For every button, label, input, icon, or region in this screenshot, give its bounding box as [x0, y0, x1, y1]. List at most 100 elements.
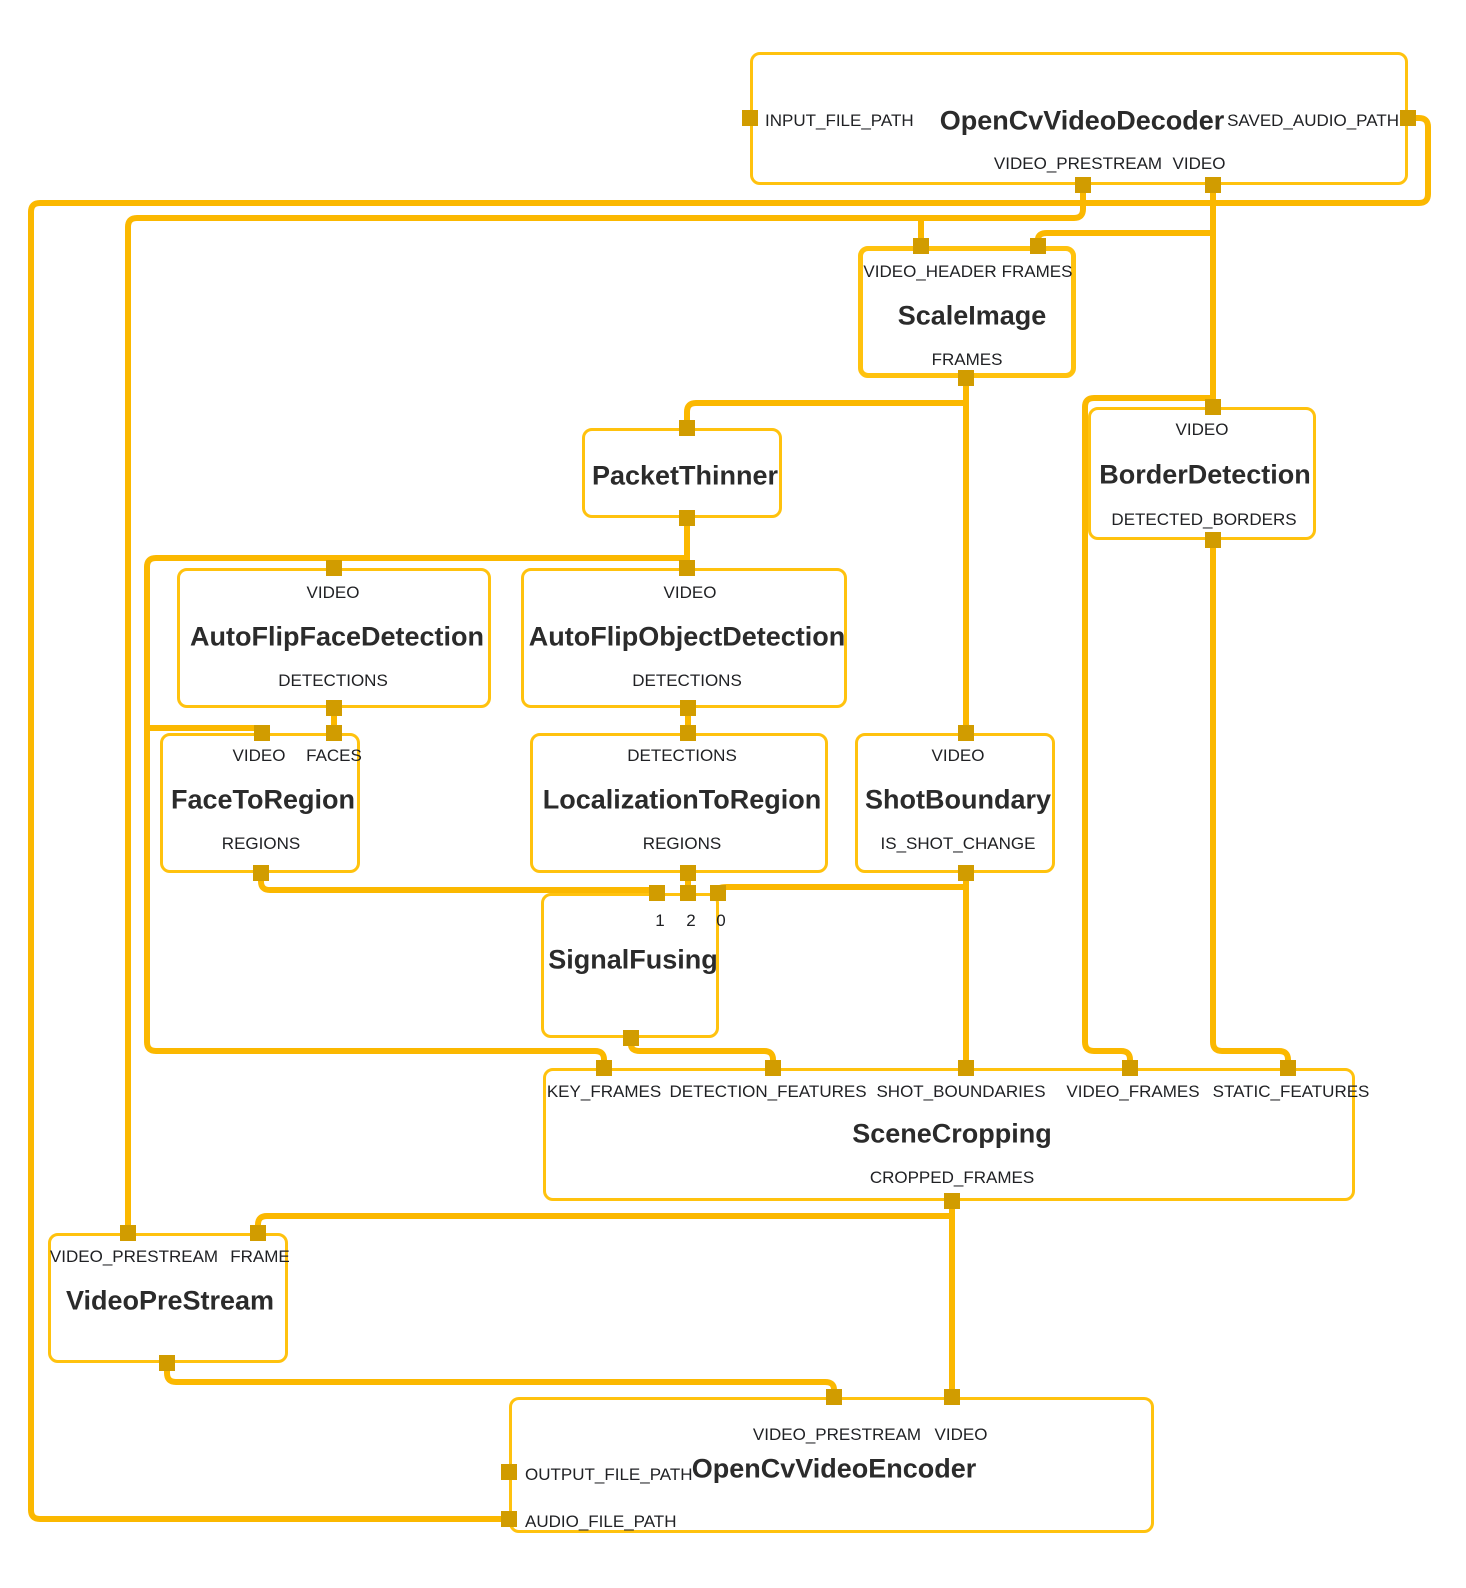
node-title: OpenCvVideoEncoder [691, 1453, 977, 1484]
node-auto-flip-object-detection[interactable]: AutoFlipObjectDetection VIDEO DETECTIONS [521, 568, 847, 708]
port [1122, 1060, 1138, 1076]
node-title: SignalFusing [548, 944, 718, 975]
port [1075, 177, 1091, 193]
node-auto-flip-face-detection[interactable]: AutoFlipFaceDetection VIDEO DETECTIONS [177, 568, 491, 708]
port [1280, 1060, 1296, 1076]
port [679, 560, 695, 576]
node-title: ScaleImage [897, 300, 1047, 331]
port-label: VIDEO [1172, 154, 1226, 173]
port-label: VIDEO [931, 746, 985, 765]
port [680, 885, 696, 901]
port-label: VIDEO [306, 583, 360, 602]
edge-wire [628, 1038, 776, 1068]
node-title: VideoPreStream [65, 1285, 275, 1316]
edge-wire [28, 115, 1431, 1522]
node-video-pre-stream[interactable]: VideoPreStream VIDEO_PRESTREAM FRAME [48, 1233, 290, 1363]
port-label: REGIONS [642, 834, 722, 853]
port [1400, 110, 1416, 126]
port-label: AUDIO_FILE_PATH [525, 1512, 677, 1531]
port-label: FRAMES [931, 350, 1003, 369]
node-title: PacketThinner [591, 460, 779, 491]
node-face-to-region[interactable]: FaceToRegion VIDEO FACES REGIONS [160, 733, 362, 873]
port-label: KEY_FRAMES [546, 1082, 662, 1101]
node-title: AutoFlipFaceDetection [189, 621, 485, 652]
port-label: SAVED_AUDIO_PATH [1227, 111, 1399, 130]
port-label: REGIONS [221, 834, 301, 853]
port [1205, 177, 1221, 193]
port [765, 1060, 781, 1076]
edge-wire [1035, 230, 1213, 246]
node-localization-to-region[interactable]: LocalizationToRegion DETECTIONS REGIONS [530, 733, 828, 873]
port [326, 700, 342, 716]
node-title: OpenCvVideoDecoder [939, 105, 1225, 136]
port-label: VIDEO [232, 746, 286, 765]
port-label: VIDEO [934, 1425, 988, 1444]
node-title: FaceToRegion [170, 784, 356, 815]
port [680, 700, 696, 716]
port-label: FRAME [230, 1247, 290, 1266]
node-title: LocalizationToRegion [542, 784, 822, 815]
edge-wire [144, 555, 687, 1068]
port-label: SHOT_BOUNDARIES [876, 1082, 1046, 1101]
port-label: IS_SHOT_CHANGE [880, 834, 1036, 853]
port [326, 560, 342, 576]
port-label: VIDEO [663, 583, 717, 602]
port-label: CROPPED_FRAMES [869, 1168, 1035, 1187]
port-label: STATIC_FEATURES [1212, 1082, 1370, 1101]
port-label: DETECTIONS [632, 671, 742, 690]
node-scene-cropping[interactable]: SceneCropping KEY_FRAMES DETECTION_FEATURE… [543, 1068, 1369, 1201]
edge-wire [258, 873, 660, 894]
port-label: VIDEO_FRAMES [1066, 1082, 1200, 1101]
node-title: BorderDetection [1099, 459, 1311, 490]
port [680, 865, 696, 881]
node-title: ShotBoundary [865, 784, 1051, 815]
port [742, 110, 758, 126]
port [1030, 238, 1046, 254]
port [913, 238, 929, 254]
port-label: 2 [686, 911, 696, 930]
port [250, 1225, 266, 1241]
node-packet-thinner[interactable]: PacketThinner [582, 428, 782, 518]
node-title: SceneCropping [852, 1118, 1052, 1149]
port [159, 1355, 175, 1371]
port [253, 865, 269, 881]
port [958, 725, 974, 741]
port [1205, 399, 1221, 415]
port-label: DETECTIONS [627, 746, 737, 765]
port-label: FACES [306, 746, 362, 765]
port [254, 725, 270, 741]
port-label: VIDEO_PRESTREAM [993, 154, 1163, 173]
edge-wire [255, 1213, 952, 1233]
edge-wire [715, 884, 966, 893]
port [326, 725, 342, 741]
port-label: VIDEO_PRESTREAM [49, 1247, 219, 1266]
port-label: DETECTION_FEATURES [669, 1082, 867, 1101]
port [944, 1389, 960, 1405]
port [596, 1060, 612, 1076]
port [501, 1464, 517, 1480]
edge-wire [164, 1363, 837, 1397]
port-label: VIDEO_HEADER [863, 262, 997, 281]
port [679, 510, 695, 526]
port-label: 0 [716, 911, 726, 930]
node-title: AutoFlipObjectDetection [528, 621, 846, 652]
port [501, 1511, 517, 1527]
port [826, 1389, 842, 1405]
port [710, 885, 726, 901]
edge-wire [125, 185, 1086, 1233]
node-shot-boundary[interactable]: ShotBoundary VIDEO IS_SHOT_CHANGE [855, 733, 1055, 873]
port-label: DETECTIONS [278, 671, 388, 690]
port-label: FRAMES [1001, 262, 1073, 281]
port [623, 1030, 639, 1046]
port-label: VIDEO [1175, 420, 1229, 439]
port-label: OUTPUT_FILE_PATH [525, 1465, 693, 1484]
port [120, 1225, 136, 1241]
port [680, 725, 696, 741]
port [958, 370, 974, 386]
